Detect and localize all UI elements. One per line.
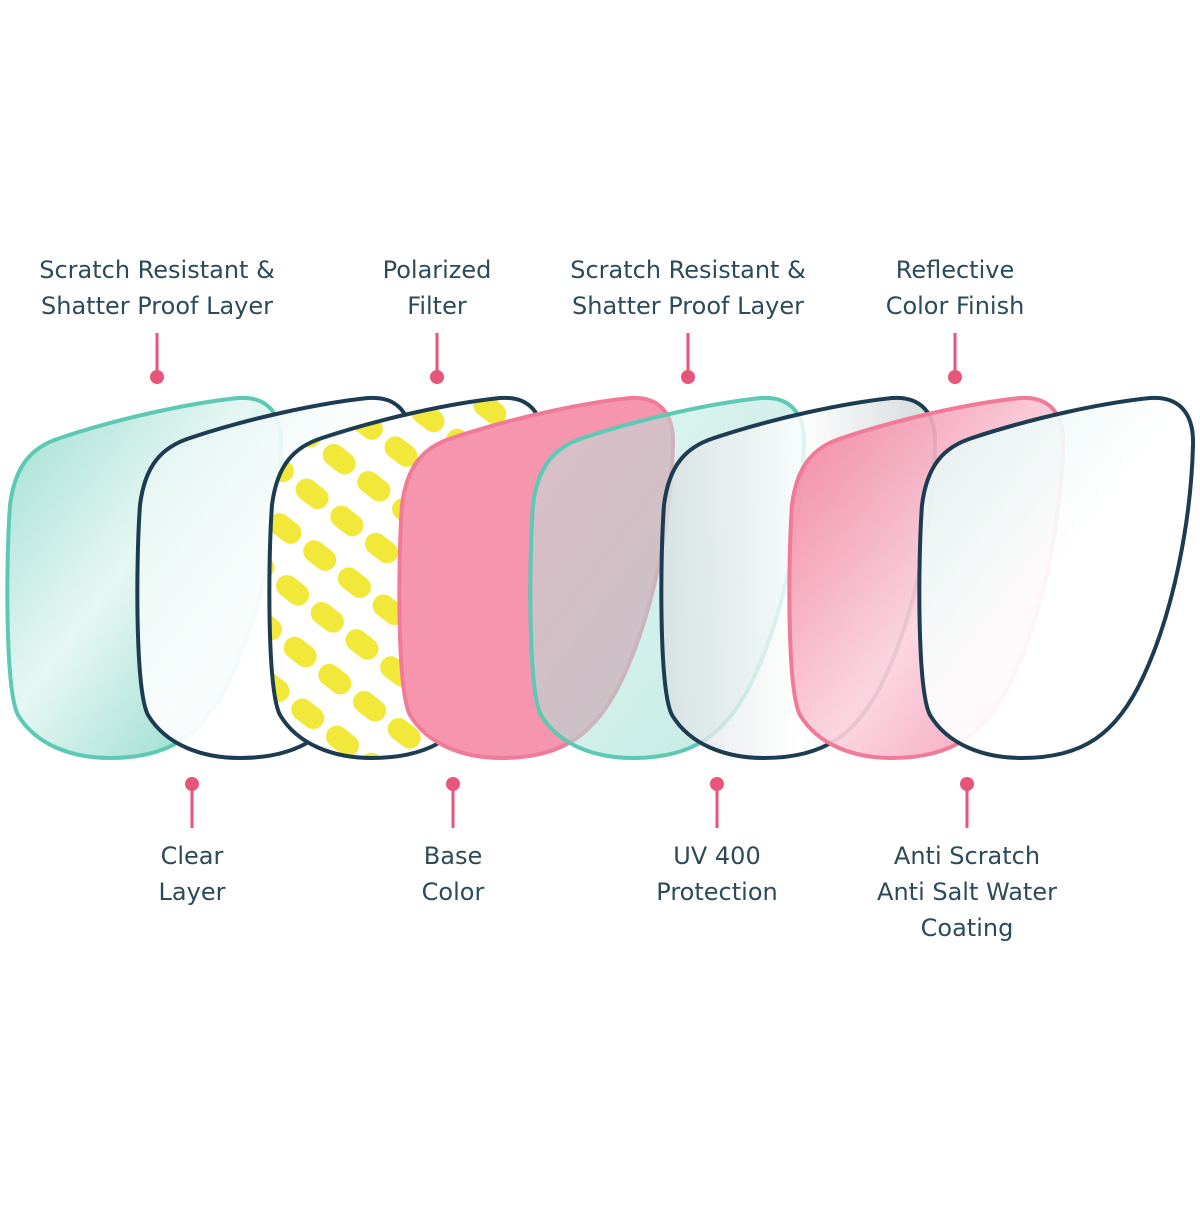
bottom-connector-2-dot <box>446 777 460 791</box>
top-connector-3-dot <box>681 370 695 384</box>
lens-stack <box>5 395 1196 760</box>
bottom-connector-1-dot <box>185 777 199 791</box>
top-connector-4-dot <box>948 370 962 384</box>
label-anti-scratch-coating: Anti Scratch Anti Salt Water Coating <box>877 842 1057 942</box>
label-clear-layer: Clear Layer <box>158 842 226 906</box>
label-polarized-filter: Polarized Filter <box>382 256 492 320</box>
label-base-color: Base Color <box>421 842 485 906</box>
bottom-connector-3-dot <box>710 777 724 791</box>
bottom-connector-4-dot <box>960 777 974 791</box>
top-connector-2-dot <box>430 370 444 384</box>
label-uv-protection: UV 400 Protection <box>656 842 778 906</box>
top-connector-1-dot <box>150 370 164 384</box>
label-scratch-resistant-2: Scratch Resistant & Shatter Proof Layer <box>570 256 806 320</box>
label-reflective-finish: Reflective Color Finish <box>885 256 1025 320</box>
label-scratch-resistant-1: Scratch Resistant & Shatter Proof Layer <box>39 256 275 320</box>
lens-navy-coating <box>917 395 1196 760</box>
connector-lines <box>150 333 974 828</box>
